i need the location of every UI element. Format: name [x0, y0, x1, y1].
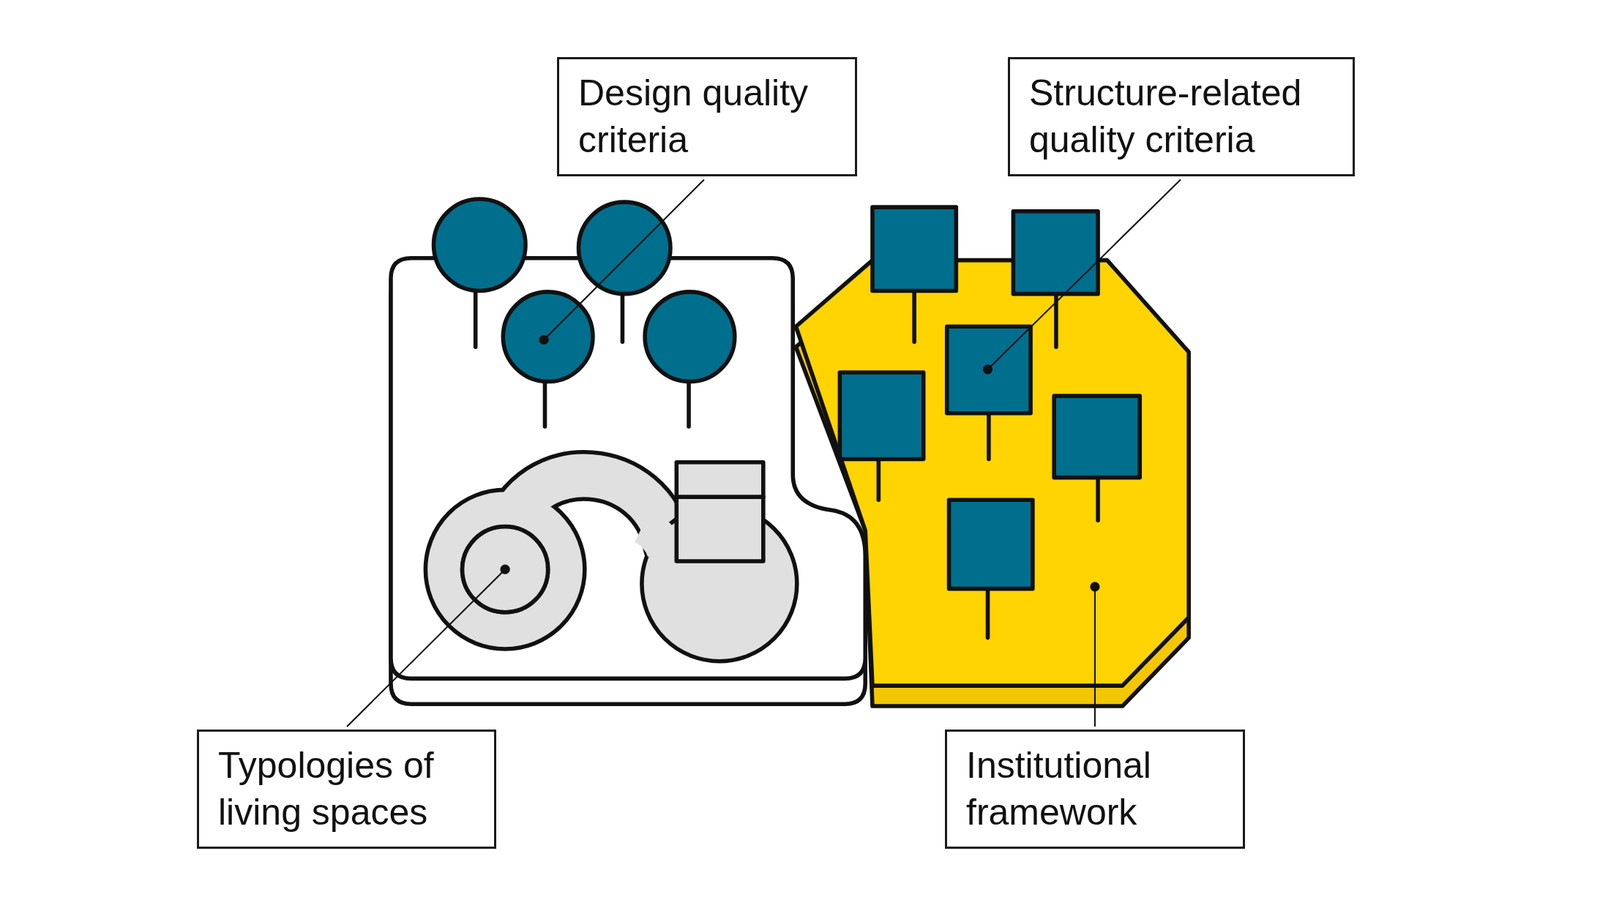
sign: [949, 499, 1033, 589]
sign: [839, 372, 923, 460]
tree: [578, 202, 670, 295]
leader-line: [988, 179, 1181, 369]
connector-band-cover: [642, 525, 666, 552]
room-block: [676, 462, 764, 562]
callout-box: Design quality criteria: [556, 57, 858, 177]
callout-label: Design quality criteria: [578, 69, 836, 164]
tree: [644, 292, 735, 383]
sign: [872, 207, 956, 291]
room-block-line: [676, 494, 764, 500]
sign: [1053, 395, 1140, 478]
callout-box: Typologies of living spaces: [196, 729, 497, 850]
leader-line: [1094, 587, 1096, 727]
callout-box: Institutional framework: [944, 729, 1246, 850]
sign: [1012, 211, 1098, 295]
callout-label: Typologies of living spaces: [218, 742, 476, 836]
leader-line: [346, 569, 506, 727]
leader-line: [543, 179, 705, 340]
white-panel: [390, 258, 866, 680]
callout-box: Structure-related quality criteria: [1007, 57, 1355, 177]
callout-label: Structure-related quality criteria: [1029, 69, 1334, 164]
tree: [434, 199, 526, 292]
callout-label: Institutional framework: [966, 742, 1224, 836]
